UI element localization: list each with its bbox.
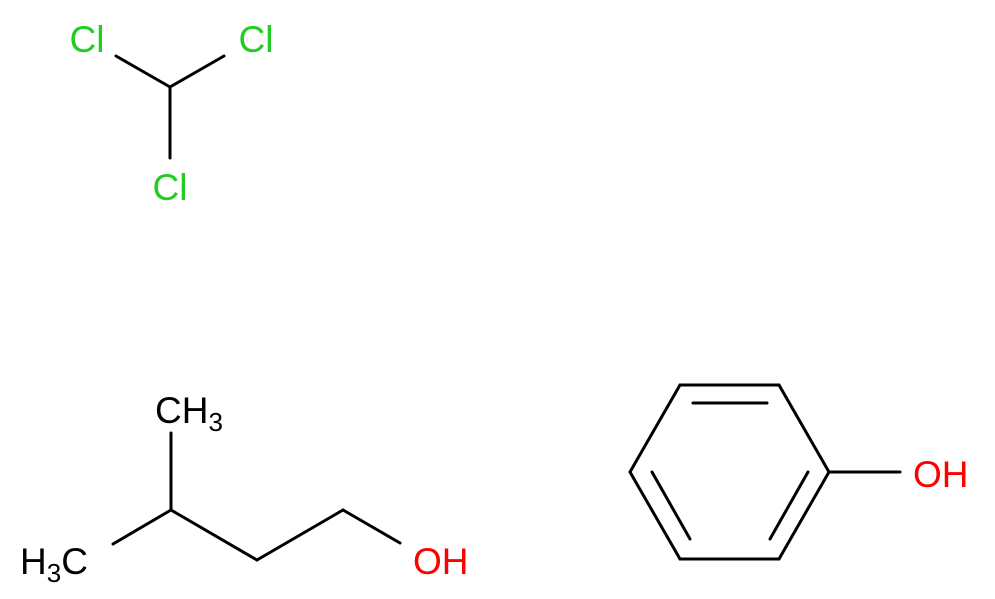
- bond-chain-1: [169, 508, 259, 562]
- ring-double-bond-lower-right: [768, 470, 810, 541]
- bond-methyl-left: [111, 508, 173, 546]
- isoamyl-alcohol-molecule: CH3 H3C OH: [20, 390, 469, 588]
- hydroxyl-label-phenol: OH: [913, 454, 969, 495]
- chlorine-label-top-left: Cl: [70, 19, 105, 60]
- methyl-label-top: CH3: [155, 390, 223, 437]
- phenol-molecule: OH: [628, 383, 969, 561]
- chlorine-label-top-right: Cl: [239, 19, 274, 60]
- bond-chain-3: [341, 508, 402, 545]
- ring-bond-upper-right: [777, 383, 831, 474]
- ring-double-bond-lower-left: [650, 470, 692, 541]
- chlorine-label-bottom: Cl: [153, 167, 188, 208]
- bond-c-cl-right: [168, 54, 226, 89]
- benzene-ring: [628, 383, 831, 561]
- ring-bond-lower-left: [628, 470, 682, 561]
- hydroxyl-label-isoamyl: OH: [413, 541, 469, 582]
- chloroform-molecule: Cl Cl Cl: [70, 19, 274, 208]
- bond-chain-2: [255, 508, 345, 562]
- ring-bond-upper-left: [628, 383, 682, 474]
- ring-bond-lower-right: [777, 470, 831, 561]
- bond-c-cl-left: [114, 54, 172, 89]
- methyl-label-left: H3C: [20, 541, 88, 588]
